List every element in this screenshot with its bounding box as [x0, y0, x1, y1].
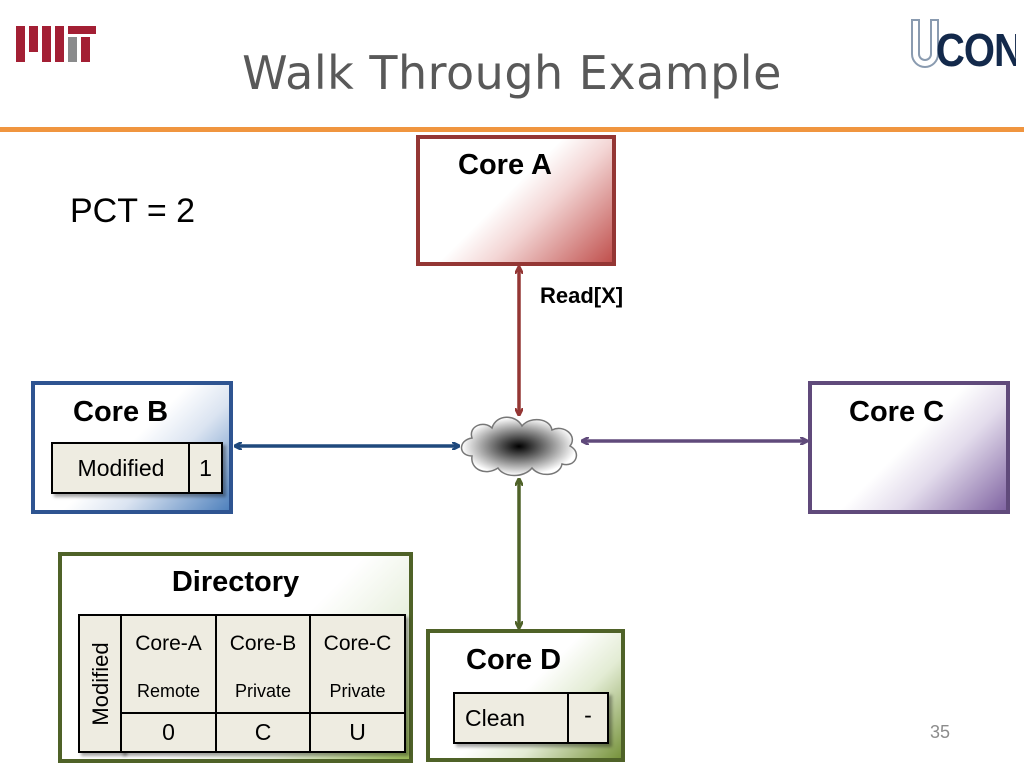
- core-b-cache-line: Modified 1: [51, 442, 223, 494]
- svg-text:CONN: CONN: [936, 25, 1016, 74]
- core-b-label: Core B: [73, 396, 169, 428]
- core-a-label: Core A: [458, 149, 552, 181]
- dir-col-mode: Private: [329, 680, 386, 701]
- directory-title: Directory: [171, 566, 300, 598]
- core-c-box: Core C: [808, 381, 1010, 514]
- dir-col-core: Core-A: [135, 632, 202, 655]
- dir-col-value: U: [349, 719, 366, 745]
- core-d-box: Core D Clean -: [426, 629, 625, 762]
- pct-label: PCT = 2: [70, 192, 196, 230]
- uconn-logo-icon: CONN: [911, 19, 1016, 74]
- core-c-label: Core C: [849, 396, 945, 428]
- title-divider: [0, 127, 1024, 132]
- directory-box: Directory Modified Core-A Core-B Core-C …: [58, 552, 413, 763]
- slide-title: Walk Through Example: [242, 46, 782, 100]
- core-d-cache-line: Clean -: [453, 692, 609, 744]
- mit-logo-icon: [16, 26, 96, 62]
- core-b-line-state: Modified: [77, 454, 165, 481]
- core-d-line-count: -: [584, 702, 592, 728]
- core-d-label: Core D: [466, 644, 562, 676]
- dir-col-core: Core-C: [323, 632, 392, 655]
- slide-number: 35: [930, 722, 951, 742]
- core-b-line-count: 1: [199, 454, 212, 481]
- dir-col-mode: Private: [234, 680, 292, 701]
- directory-table: Core-A Core-B Core-C Remote Private Priv…: [120, 614, 406, 753]
- dir-col-value: 0: [162, 719, 175, 745]
- read-x-label: Read[X]: [540, 283, 624, 308]
- dir-col-core: Core-B: [229, 632, 297, 655]
- directory-state: Modified: [88, 641, 113, 726]
- dir-col-value: C: [254, 719, 272, 745]
- network-cloud-icon: [460, 416, 578, 477]
- core-a-box: Core A: [416, 135, 616, 266]
- core-d-line-state: Clean: [465, 704, 526, 731]
- dir-col-mode: Remote: [136, 680, 201, 701]
- directory-state-cell: Modified: [78, 614, 124, 753]
- core-b-box: Core B Modified 1: [31, 381, 233, 514]
